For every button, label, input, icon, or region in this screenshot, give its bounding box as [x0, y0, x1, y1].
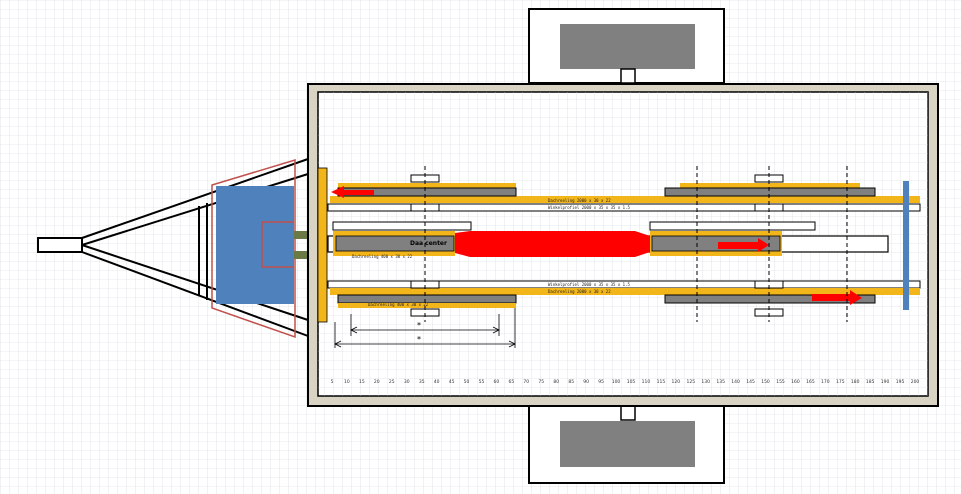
top-angle-profile — [327, 203, 921, 212]
scale-tick-label: 40 — [434, 379, 440, 385]
scale-tick-label: 85 — [568, 379, 574, 385]
arrow-right-bottom — [812, 290, 862, 305]
scale-tick-label: 5 — [331, 379, 334, 385]
scale-tick-label: 90 — [583, 379, 589, 385]
scale-tick-label: 50 — [464, 379, 470, 385]
wheel-bottom — [528, 405, 725, 484]
scale-tick-label: 165 — [806, 379, 815, 385]
wheel-bottom-tire — [560, 421, 695, 467]
scale-tick-label: 180 — [851, 379, 860, 385]
scale-tick-label: 105 — [627, 379, 636, 385]
scale-tick-label: 190 — [881, 379, 890, 385]
scale-tick-label: 115 — [657, 379, 666, 385]
scale-tick-label: 130 — [701, 379, 710, 385]
label-bottom-rail-3: Dachreeling 400 x 30 x 22 — [368, 302, 429, 307]
scale-tick-label: 150 — [761, 379, 770, 385]
scale-tick-label: 125 — [687, 379, 696, 385]
scale-tick-label: 185 — [866, 379, 875, 385]
scale-tick-label: 140 — [731, 379, 740, 385]
arrow-left — [331, 186, 374, 198]
scale-tick-label: 75 — [538, 379, 544, 385]
scale-tick-label: 15 — [359, 379, 365, 385]
scale-tick-label: 175 — [836, 379, 845, 385]
scale-tick-label: 70 — [523, 379, 529, 385]
dimension-lines — [334, 308, 516, 348]
coupler-inner — [261, 221, 294, 268]
label-bottom-rail-1: Winkelprofiel 2000 x 35 x 35 x 1.5 — [548, 282, 630, 287]
connector-top — [294, 231, 316, 239]
scale-tick-label: 35 — [419, 379, 425, 385]
connector-bottom — [294, 251, 316, 259]
coupler-block — [216, 186, 294, 304]
center-block-red — [455, 231, 650, 257]
scale-tick-label: 45 — [449, 379, 455, 385]
scale-tick-label: 120 — [672, 379, 681, 385]
wheel-top-tire — [560, 24, 695, 69]
label-center: Daa center — [410, 240, 447, 247]
top-rail-group: Dachreeling 2000 x 30 x 22 Winkelprofiel… — [327, 174, 921, 212]
front-crossbeam — [317, 167, 328, 323]
label-center-rail: Dachreeling 400 x 30 x 22 — [352, 254, 413, 259]
bottom-roof-rail — [330, 288, 920, 295]
scale-tick-label: 10 — [344, 379, 350, 385]
bottom-rail-group: Winkelprofiel 2000 x 35 x 35 x 1.5 Dachr… — [327, 280, 921, 317]
top-roof-rail — [330, 196, 920, 203]
scale-tick-label: 95 — [598, 379, 604, 385]
scale-tick-label: 55 — [479, 379, 485, 385]
scale-tick-label: 160 — [791, 379, 800, 385]
scale-tick-label: 25 — [389, 379, 395, 385]
coupler-outline — [211, 158, 296, 339]
scale-ruler: 5 10 15 20 25 30 35 40 45 50 55 60 65 70 75 80 85 90 95 100… — [331, 379, 920, 385]
label-top-rail-2: Winkelprofiel 2000 x 35 x 35 x 1.5 — [548, 205, 630, 210]
centerlines — [424, 166, 848, 322]
scale-tick-label: 145 — [746, 379, 755, 385]
scale-tick-label: 195 — [896, 379, 905, 385]
scale-tick-label: 200 — [911, 379, 920, 385]
dimension-label-1: * — [417, 321, 421, 330]
scale-tick-label: 60 — [494, 379, 500, 385]
arrow-right-center — [718, 238, 769, 252]
scale-tick-label: 170 — [821, 379, 830, 385]
rear-bar — [903, 181, 909, 310]
label-bottom-rail-2: Dachreeling 2000 x 30 x 22 — [548, 289, 611, 294]
drawbar — [37, 158, 309, 337]
dimension-label-2: * — [417, 335, 421, 344]
label-top-rail-1: Dachreeling 2000 x 30 x 22 — [548, 198, 611, 203]
scale-tick-label: 20 — [374, 379, 380, 385]
wheel-top — [528, 8, 725, 84]
scale-tick-label: 135 — [716, 379, 725, 385]
scale-tick-label: 30 — [404, 379, 410, 385]
scale-tick-label: 80 — [553, 379, 559, 385]
scale-tick-label: 65 — [509, 379, 515, 385]
scale-tick-label: 100 — [612, 379, 621, 385]
scale-tick-label: 155 — [776, 379, 785, 385]
center-rail-group: Daa center Dachreeling 400 x 30 x 22 — [327, 221, 889, 259]
scale-tick-label: 110 — [642, 379, 651, 385]
